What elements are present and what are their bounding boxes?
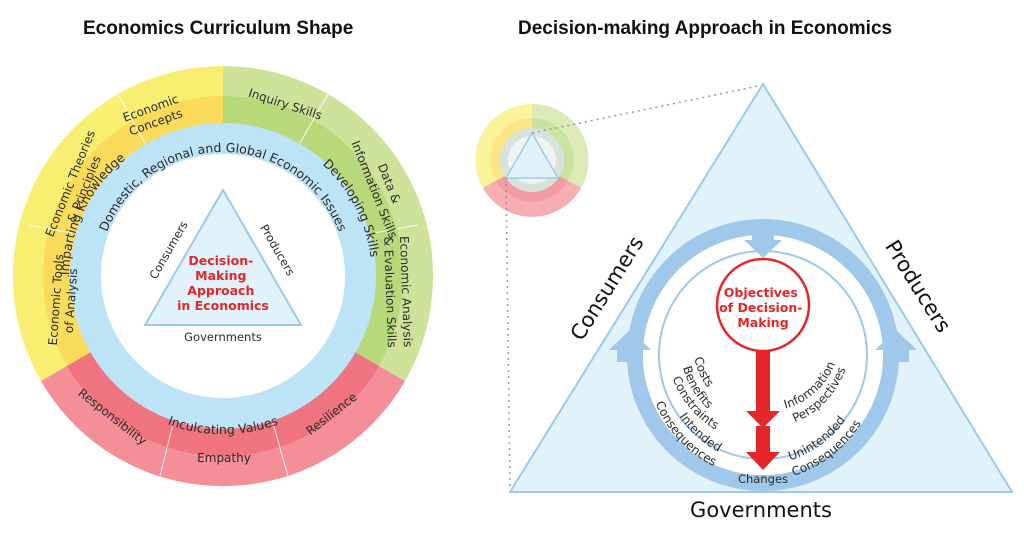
inner-triangle [143,188,303,326]
mini-triangle [504,131,560,179]
segment-dividers [27,93,419,477]
decision-arrow-head-2 [746,452,780,470]
center-approach-label: Decision- Making Approach in Economics [177,253,269,313]
economic-analysis-skills-label: Economic Analysis& Evaluation Skills [381,236,415,348]
zoom-guide-lines [505,84,764,491]
left-diagram-title: Economics Curriculum Shape [83,18,354,39]
empathy-label: Empathy [197,451,251,465]
economic-tools-label: Economic Toolsof Analysis [46,254,81,347]
governments-label: Governments [690,498,832,522]
cycle-arrow-top [744,230,782,258]
cycle-arrow-right [875,330,917,362]
governments-side-label: Governments [184,330,262,344]
curriculum-wheel: Domestic, Regional and Global Economic I… [12,65,434,487]
cycle-arrow-left [609,330,651,362]
objectives-label: Objectives of Decision- Making [719,285,807,330]
right-diagram-title: Decision-making Approach in Economics [518,18,893,39]
decision-arrow-shaft-2 [756,426,770,454]
decision-arrow-head-1 [746,411,780,428]
changes-label: Changes [738,472,788,486]
decision-arrow-shaft [756,351,770,411]
